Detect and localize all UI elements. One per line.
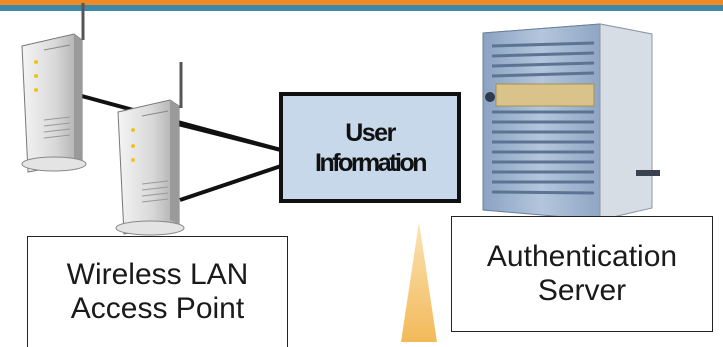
connector-ap2-lower-info <box>179 164 282 202</box>
server-label-line1: Authentication <box>486 240 678 273</box>
access-point-icon <box>115 62 185 236</box>
top-stripe-blue <box>0 5 723 11</box>
top-stripe-orange <box>0 0 723 5</box>
connector-ap2-upper-info <box>161 118 282 152</box>
transmission-beam <box>401 222 437 342</box>
user-information-line2: Information <box>315 148 428 177</box>
access-point-label-line1: Wireless LAN <box>66 258 249 291</box>
access-point-label-box: Wireless LAN Access Point <box>27 236 288 347</box>
access-point-label-line2: Access Point <box>70 292 245 325</box>
user-information-line1: User <box>345 118 396 147</box>
server-tower-icon <box>482 23 660 222</box>
user-information-box: User Information <box>279 92 461 203</box>
server-label-line2: Server <box>537 274 627 307</box>
access-point-icon <box>21 3 87 173</box>
server-label-box: Authentication Server <box>451 216 713 332</box>
